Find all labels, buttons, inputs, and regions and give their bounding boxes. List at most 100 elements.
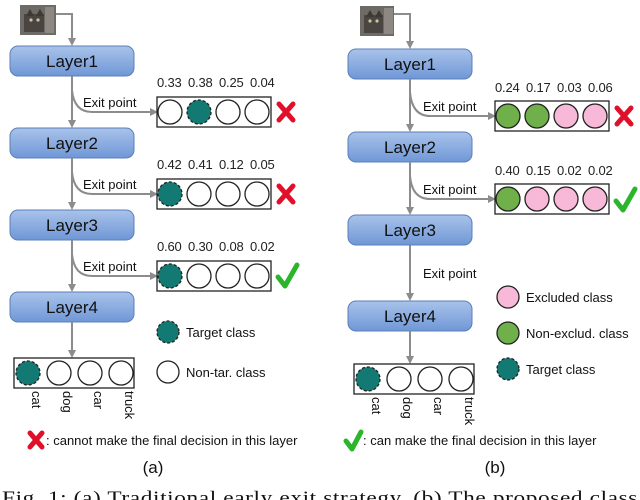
output-node-a-1-4 [244, 99, 270, 125]
output-node-b-2-2 [524, 186, 550, 212]
output-node-a-3-2 [186, 263, 212, 289]
class-label-b-cat: cat [369, 397, 384, 415]
output-node-a-2-1 [157, 181, 183, 207]
final-node-b-1 [355, 366, 381, 392]
prob-a-1-4: 0.04 [250, 75, 275, 90]
class-label-a-dog: dog [60, 391, 75, 413]
cat-image-b [360, 6, 394, 36]
prob-b-1-3: 0.03 [557, 80, 582, 95]
input-arrow-a [56, 13, 76, 46]
prob-a-2-1: 0.42 [157, 157, 182, 172]
final-node-a-4 [108, 360, 134, 386]
prob-a-3-2: 0.30 [188, 239, 213, 254]
check-icon-b-2 [613, 186, 638, 213]
final-node-a-1 [15, 360, 41, 386]
class-label-a-truck: truck [122, 391, 137, 420]
output-node-b-1-1 [495, 103, 521, 129]
output-node-a-1-2 [186, 99, 212, 125]
layer3-label-a: Layer3 [46, 216, 98, 235]
output-node-a-1-1 [157, 99, 183, 125]
output-node-a-2-3 [215, 181, 241, 207]
figure-caption: Fig. 1: (a) Traditional early exit strat… [2, 488, 638, 500]
final-node-b-2 [386, 366, 412, 392]
class-label-b-dog: dog [400, 397, 415, 419]
class-label-a-cat: cat [29, 391, 44, 409]
layer1-label-a: Layer1 [46, 52, 98, 71]
layer4-label-a: Layer4 [46, 298, 98, 317]
layer2-label-b: Layer2 [384, 138, 436, 157]
panel-b: Layer1 Layer2 Layer3 Layer4 Exit point E… [343, 6, 638, 477]
final-node-a-2 [46, 360, 72, 386]
input-arrow-b [394, 13, 414, 49]
prob-a-3-4: 0.02 [250, 239, 275, 254]
output-node-a-2-4 [244, 181, 270, 207]
exit-arrow-1-a [71, 89, 158, 116]
class-label-a-car: car [91, 391, 106, 410]
legend-non-target-label-a: Non-tar. class [186, 365, 266, 380]
layer2-label-a: Layer2 [46, 134, 98, 153]
exit-label-1-b: Exit point [423, 99, 477, 114]
exit-arrow-2-a [71, 171, 158, 198]
prob-b-2-2: 0.15 [526, 163, 551, 178]
output-node-b-2-4 [582, 186, 608, 212]
prob-b-2-4: 0.02 [588, 163, 613, 178]
exit-label-3-b: Exit point [423, 266, 477, 281]
output-node-a-1-3 [215, 99, 241, 125]
prob-a-2-4: 0.05 [250, 157, 275, 172]
caption-b: (b) [485, 458, 506, 477]
legend-target-swatch-b [496, 357, 520, 381]
output-node-b-1-2 [524, 103, 550, 129]
output-node-a-2-2 [186, 181, 212, 207]
legend-non-excluded-label-b: Non-exclud. class [526, 326, 629, 341]
cross-icon-a-1 [276, 101, 296, 123]
output-node-a-3-1 [157, 263, 183, 289]
output-node-b-1-3 [553, 103, 579, 129]
final-node-b-3 [417, 366, 443, 392]
legend-excluded-swatch-b [496, 285, 520, 309]
output-node-a-3-4 [244, 263, 270, 289]
layer4-label-b: Layer4 [384, 307, 436, 326]
prob-b-2-3: 0.02 [557, 163, 582, 178]
exit-arrow-1-b [409, 91, 496, 120]
prob-b-1-1: 0.24 [495, 80, 520, 95]
note-check-text: : can make the final decision in this la… [363, 433, 597, 448]
cat-image-a [20, 5, 56, 35]
prob-a-2-2: 0.41 [188, 157, 213, 172]
exit-label-2-b: Exit point [423, 182, 477, 197]
prob-a-3-1: 0.60 [157, 239, 182, 254]
legend-non-excluded-swatch-b [496, 321, 520, 345]
exit-arrow-2-b [409, 175, 496, 203]
output-node-a-3-3 [215, 263, 241, 289]
cross-icon-b-1 [614, 105, 634, 127]
exit-label-3-a: Exit point [83, 259, 137, 274]
class-label-b-car: car [431, 397, 446, 416]
layer3-label-b: Layer3 [384, 221, 436, 240]
final-node-a-3 [77, 360, 103, 386]
panel-a: Layer1 Layer2 Layer3 Layer4 Exit point E… [9, 5, 300, 477]
note-cross-text: : cannot make the final decision in this… [46, 433, 298, 448]
prob-b-2-1: 0.40 [495, 163, 520, 178]
legend-target-swatch-a [156, 320, 180, 344]
legend-target-label-b: Target class [526, 362, 596, 377]
output-node-b-1-4 [582, 103, 608, 129]
exit-label-2-a: Exit point [83, 177, 137, 192]
exit-arrow-3-a [71, 253, 158, 280]
final-node-b-4 [448, 366, 474, 392]
prob-a-1-1: 0.33 [157, 75, 182, 90]
output-node-b-2-1 [495, 186, 521, 212]
layer1-label-b: Layer1 [384, 55, 436, 74]
output-node-b-2-3 [553, 186, 579, 212]
check-icon-a-3 [275, 262, 300, 289]
prob-a-1-3: 0.25 [219, 75, 244, 90]
cross-icon-note [27, 430, 45, 450]
prob-a-2-3: 0.12 [219, 157, 244, 172]
caption-a: (a) [143, 458, 164, 477]
prob-b-1-4: 0.06 [588, 80, 613, 95]
prob-a-3-3: 0.08 [219, 239, 244, 254]
exit-label-1-a: Exit point [83, 95, 137, 110]
cross-icon-a-2 [276, 183, 296, 205]
class-label-b-truck: truck [462, 397, 477, 426]
legend-target-label-a: Target class [186, 325, 256, 340]
prob-b-1-2: 0.17 [526, 80, 551, 95]
